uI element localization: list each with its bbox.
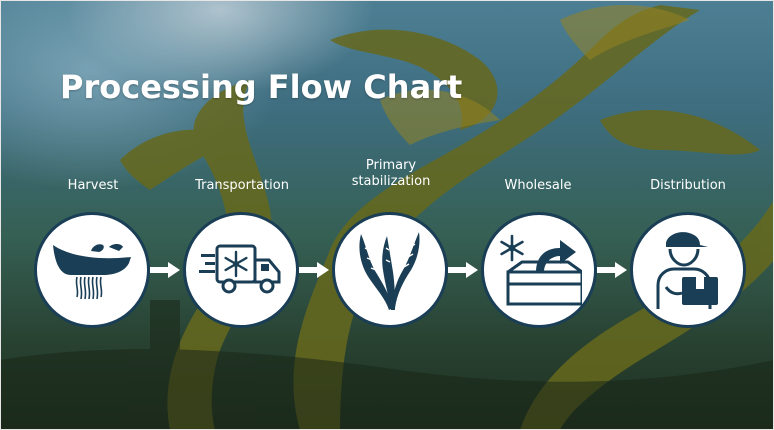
harvest-boat-icon	[53, 244, 131, 300]
flow-arrow-4	[597, 262, 627, 278]
refrigerated-truck-icon	[199, 244, 281, 294]
seaweed-icon	[359, 232, 420, 310]
delivery-person-icon	[656, 232, 718, 309]
step-circle-primary-stabilization	[332, 212, 448, 328]
step-label-primary-stabilization: Primary stabilization	[351, 158, 431, 189]
step-label-transportation: Transportation	[195, 178, 289, 193]
step-label-wholesale: Wholesale	[504, 178, 572, 193]
step-circle-distribution	[630, 212, 746, 328]
step-label-distribution: Distribution	[650, 178, 726, 193]
step-label-harvest: Harvest	[67, 178, 119, 193]
frozen-box-icon	[500, 234, 582, 306]
flow-arrow-2	[299, 262, 329, 278]
flow-arrow-1	[150, 262, 180, 278]
step-circle-transportation	[183, 212, 299, 328]
step-circle-harvest	[34, 212, 150, 328]
slide-title: Processing Flow Chart	[60, 68, 463, 106]
flow-arrow-3	[448, 262, 478, 278]
step-circle-wholesale	[481, 212, 597, 328]
